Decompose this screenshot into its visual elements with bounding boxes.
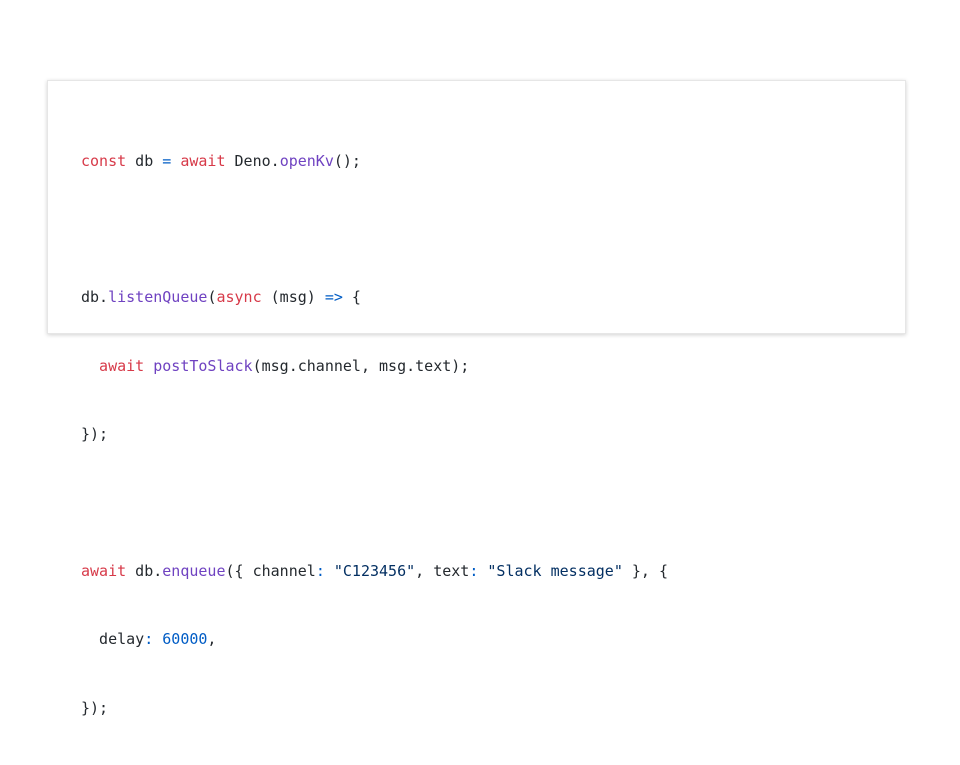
- code-token: [325, 562, 334, 580]
- function-posttoslack: postToSlack: [153, 356, 253, 375]
- code-block: const db = await Deno.openKv(); db.liste…: [47, 80, 906, 717]
- code-line-8: delay: 60000,: [81, 628, 668, 651]
- code-token: {: [342, 288, 361, 307]
- operator-arrow: =>: [324, 288, 343, 307]
- keyword-await: await: [99, 356, 145, 375]
- code-token: [153, 630, 162, 648]
- code-token: [171, 152, 180, 170]
- code-line-6-blank: [81, 492, 668, 515]
- code-line-9: });: [81, 697, 668, 720]
- code-content: const db = await Deno.openKv(); db.liste…: [81, 104, 668, 765]
- code-line-5: });: [81, 423, 668, 446]
- code-line-3: db.listenQueue(async (msg) => {: [81, 286, 668, 309]
- code-token: (: [207, 288, 217, 307]
- keyword-async: async: [216, 288, 262, 307]
- code-token: delay: [99, 630, 145, 649]
- function-enqueue: enqueue: [162, 561, 226, 580]
- code-token: db.: [126, 561, 163, 580]
- code-token: ,: [207, 630, 217, 649]
- code-token: [478, 562, 487, 580]
- code-token: db: [126, 151, 163, 170]
- code-token: [144, 357, 153, 375]
- code-line-1: const db = await Deno.openKv();: [81, 150, 668, 173]
- string-text: "Slack message": [487, 561, 623, 580]
- string-channel: "C123456": [333, 561, 416, 580]
- code-token: });: [81, 698, 109, 717]
- code-token: }, {: [622, 561, 669, 580]
- operator-colon: :: [469, 561, 479, 580]
- code-line-2-blank: [81, 218, 668, 241]
- operator-assign: =: [162, 151, 172, 170]
- code-token: db.: [81, 288, 109, 307]
- keyword-await: await: [180, 151, 226, 170]
- code-token: Deno.: [225, 151, 280, 170]
- operator-colon: :: [315, 561, 325, 580]
- keyword-const: const: [81, 151, 127, 170]
- code-token: ({ channel: [225, 561, 316, 580]
- code-token: });: [81, 425, 109, 444]
- code-token: ();: [333, 151, 361, 170]
- function-openkv: openKv: [279, 151, 334, 170]
- code-token: (msg.channel, msg.text);: [252, 356, 470, 375]
- code-token: , text: [415, 561, 470, 580]
- code-line-4: await postToSlack(msg.channel, msg.text)…: [81, 355, 668, 378]
- function-listenqueue: listenQueue: [108, 288, 208, 307]
- code-token: (msg): [261, 288, 325, 307]
- operator-colon: :: [144, 630, 154, 649]
- number-delay: 60000: [162, 630, 208, 649]
- keyword-await: await: [81, 561, 127, 580]
- code-line-7: await db.enqueue({ channel: "C123456", t…: [81, 560, 668, 583]
